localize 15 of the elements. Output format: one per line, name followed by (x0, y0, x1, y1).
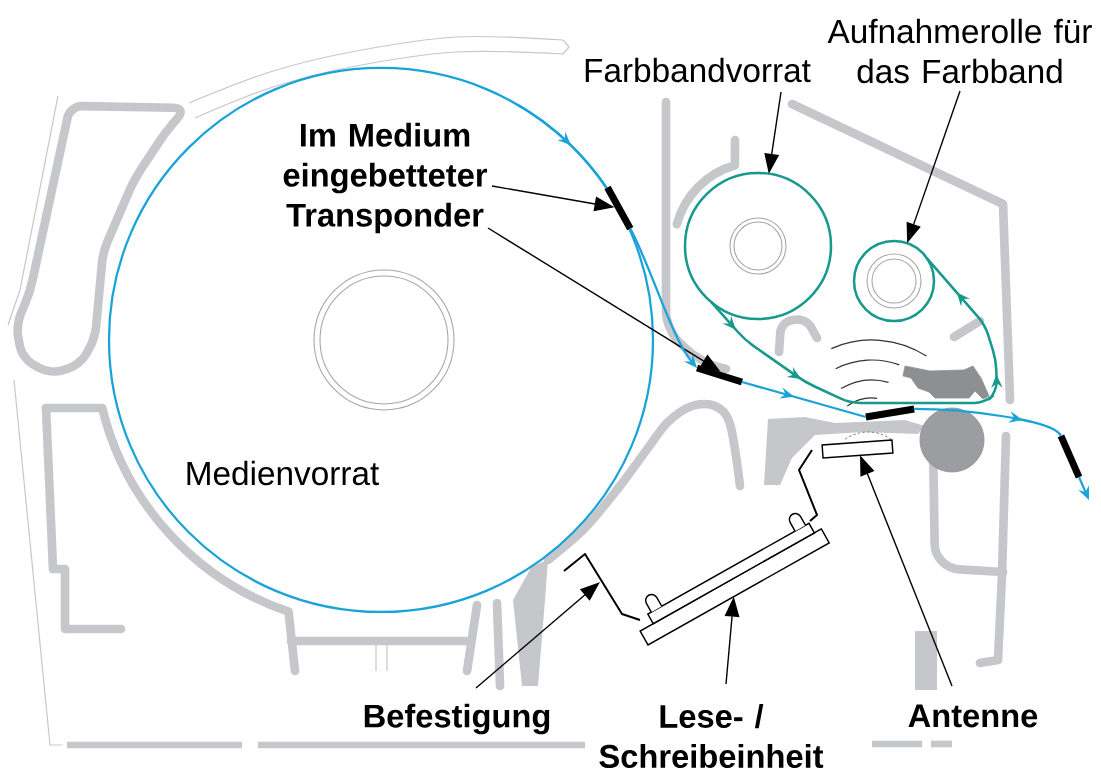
callout-label: Lese- / Schreibeinheit (599, 704, 824, 768)
leader-arrow (475, 582, 600, 689)
transponder-strip (865, 405, 915, 421)
mounting-bracket (563, 553, 641, 621)
take-up-roll (852, 239, 936, 323)
callout-label: Befestigung (364, 703, 550, 735)
antenna-board (821, 439, 894, 459)
callout-label: Antenne (908, 704, 1038, 728)
media-path-arrow (914, 407, 1062, 437)
ribbon-roll (683, 171, 833, 321)
media-path-arrow (741, 380, 867, 419)
callout-label: Aufnahmerolle für das Farbband (827, 18, 1092, 84)
callout-label: Im Medium eingebetteter Transponder (283, 122, 488, 234)
transponder-strip (1057, 434, 1083, 479)
media-path-arrow (516, 103, 608, 189)
